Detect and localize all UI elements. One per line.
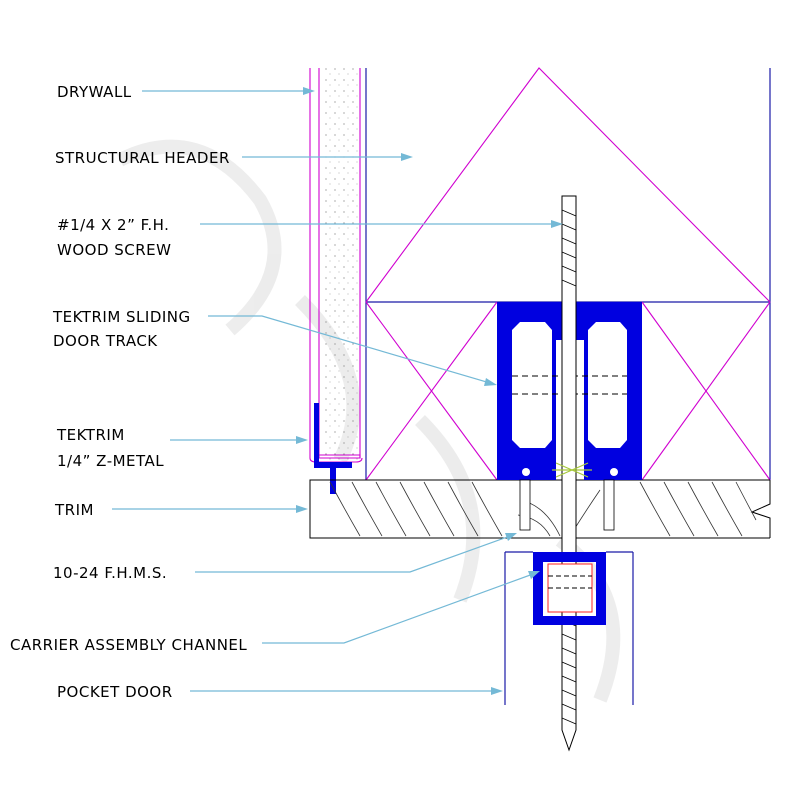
label-wood-screw-line1: #1/4 X 2” F.H.: [57, 216, 169, 234]
label-structural-header: STRUCTURAL HEADER: [55, 149, 230, 167]
carrier-assembly-channel: [533, 552, 606, 625]
label-door-track-line1: TEKTRIM SLIDING: [52, 308, 191, 326]
pocket-door: [504, 551, 634, 705]
wood-trim: [309, 479, 771, 539]
leader-lines: [112, 87, 563, 695]
label-pocket-door: POCKET DOOR: [57, 683, 173, 701]
label-machine-screw: 10-24 F.H.M.S.: [53, 564, 167, 582]
z-metal: [314, 403, 352, 494]
label-wood-screw-line2: WOOD SCREW: [57, 241, 172, 259]
label-drywall: DRYWALL: [57, 83, 132, 101]
label-z-metal-line2: 1/4” Z-METAL: [57, 452, 164, 470]
drywall-section: [309, 68, 363, 463]
label-trim: TRIM: [54, 501, 94, 519]
structural-header: [365, 67, 771, 481]
label-carrier-channel: CARRIER ASSEMBLY CHANNEL: [10, 636, 247, 654]
label-door-track-line2: DOOR TRACK: [53, 332, 158, 350]
label-z-metal-line1: TEKTRIM: [56, 426, 125, 444]
machine-screws: [519, 479, 615, 531]
callout-labels: DRYWALL STRUCTURAL HEADER #1/4 X 2” F.H.…: [10, 83, 247, 701]
